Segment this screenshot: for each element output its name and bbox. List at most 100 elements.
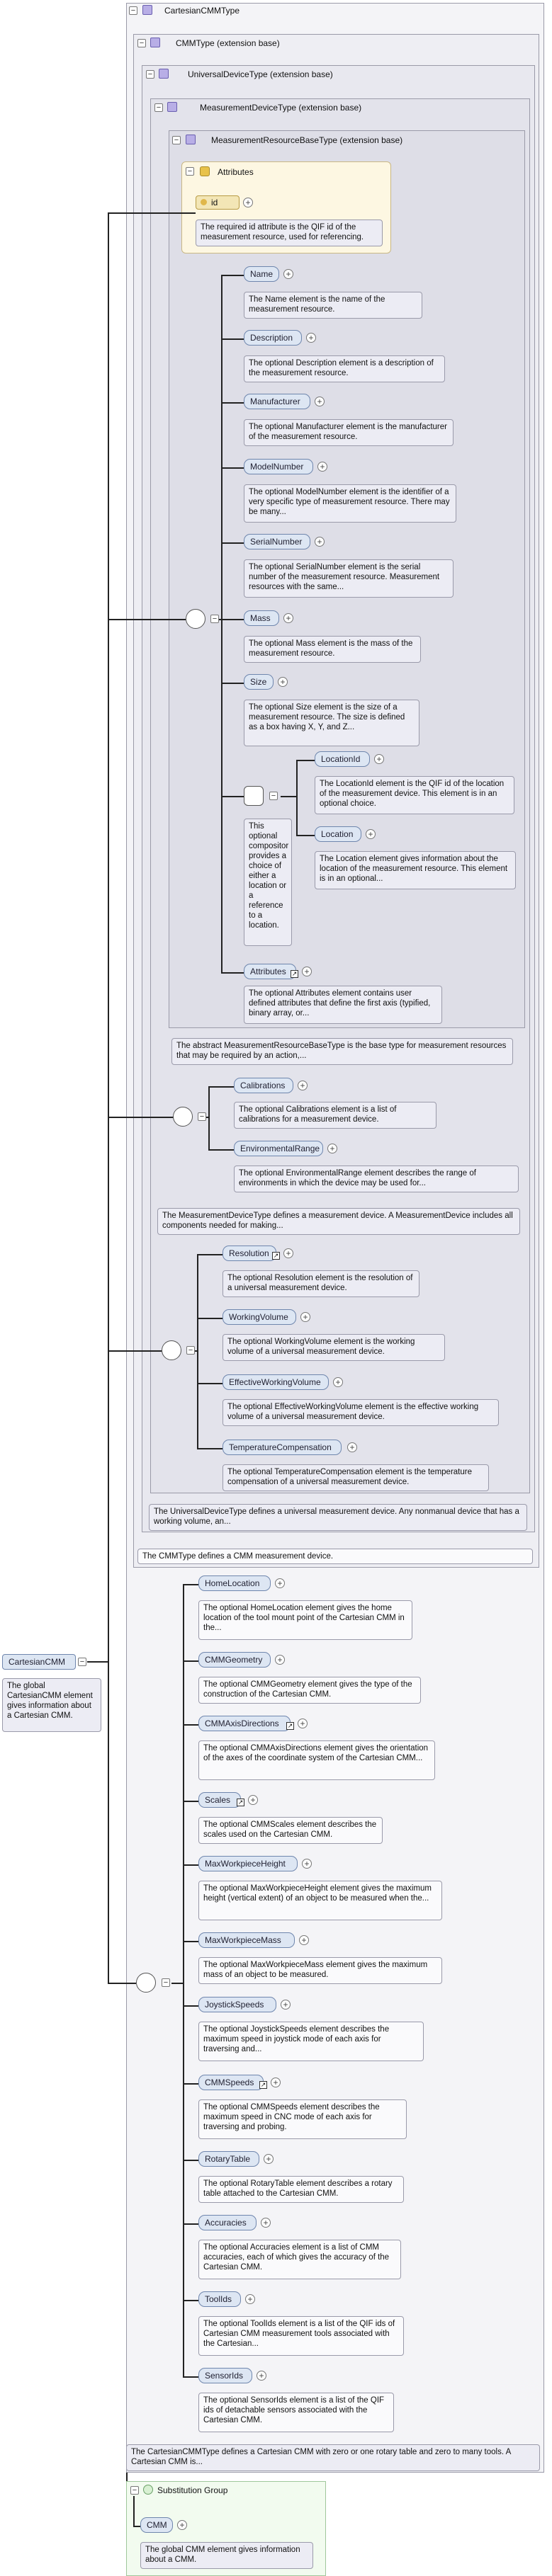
- element-working-volume[interactable]: WorkingVolume: [223, 1309, 296, 1325]
- connector: [171, 1983, 184, 1984]
- element-attributes[interactable]: Attributes: [244, 964, 296, 979]
- element-environmental-range[interactable]: EnvironmentalRange: [234, 1141, 323, 1156]
- collapse-toggle[interactable]: −: [130, 2486, 139, 2495]
- expand-icon[interactable]: +: [302, 967, 312, 976]
- attribute-id[interactable]: id: [196, 195, 240, 210]
- element-model-number[interactable]: ModelNumber: [244, 459, 313, 474]
- expand-icon[interactable]: +: [300, 1312, 310, 1322]
- expand-icon[interactable]: +: [315, 397, 325, 406]
- element-resolution[interactable]: Resolution: [223, 1246, 276, 1261]
- expand-icon[interactable]: +: [275, 1655, 285, 1665]
- element-cmm-speeds[interactable]: CMMSpeeds: [198, 2075, 264, 2090]
- element-joystick-speeds[interactable]: JoystickSpeeds: [198, 1997, 276, 2012]
- expand-icon[interactable]: +: [278, 677, 288, 687]
- external-link-icon[interactable]: ↗: [272, 1252, 280, 1260]
- collapse-toggle[interactable]: −: [210, 615, 219, 623]
- connector: [197, 1448, 223, 1449]
- expand-icon[interactable]: +: [264, 2154, 274, 2164]
- element-accuracies[interactable]: Accuracies: [198, 2215, 257, 2230]
- element-model-number-doc: The optional ModelNumber element is the …: [244, 484, 456, 523]
- complex-type-icon: [142, 5, 152, 15]
- collapse-toggle[interactable]: −: [129, 6, 137, 15]
- expand-icon[interactable]: +: [283, 613, 293, 623]
- external-link-icon[interactable]: ↗: [237, 1799, 244, 1806]
- element-joystick-speeds-doc: The optional JoystickSpeeds element desc…: [198, 2022, 424, 2061]
- element-location-id[interactable]: LocationId: [315, 751, 370, 767]
- substitution-group-icon: [143, 2485, 153, 2495]
- connector: [108, 212, 196, 214]
- collapse-toggle[interactable]: −: [269, 792, 278, 800]
- collapse-toggle[interactable]: −: [172, 136, 181, 144]
- expand-icon[interactable]: +: [271, 2078, 281, 2087]
- expand-icon[interactable]: +: [257, 2371, 266, 2381]
- expand-icon[interactable]: +: [245, 2294, 255, 2304]
- collapse-toggle[interactable]: −: [78, 1658, 86, 1666]
- element-cmm-doc: The global CMM element gives information…: [140, 2542, 313, 2569]
- element-tool-ids[interactable]: ToolIds: [198, 2291, 241, 2307]
- element-name[interactable]: Name: [244, 266, 279, 282]
- expand-icon[interactable]: +: [302, 1859, 312, 1869]
- element-rotary-table-doc: The optional RotaryTable element describ…: [198, 2176, 404, 2203]
- expand-icon[interactable]: +: [317, 462, 327, 472]
- element-location[interactable]: Location: [315, 826, 361, 842]
- expand-icon[interactable]: +: [243, 198, 253, 207]
- element-temperature-compensation[interactable]: TemperatureCompensation: [223, 1440, 342, 1455]
- element-max-workpiece-height[interactable]: MaxWorkpieceHeight: [198, 1856, 298, 1871]
- root-element-cartesian-cmm[interactable]: CartesianCMM: [2, 1654, 76, 1670]
- connector: [221, 402, 244, 404]
- attribute-id-label: id: [211, 198, 218, 207]
- expand-icon[interactable]: +: [298, 1719, 308, 1728]
- cmm-type-title: CMMType (extension base): [176, 38, 280, 48]
- expand-icon[interactable]: +: [315, 537, 325, 547]
- expand-icon[interactable]: +: [298, 1081, 308, 1090]
- element-serial-number[interactable]: SerialNumber: [244, 534, 310, 549]
- element-cmm-axis-directions[interactable]: CMMAxisDirections: [198, 1716, 291, 1731]
- external-link-icon[interactable]: ↗: [259, 2081, 267, 2089]
- expand-icon[interactable]: +: [306, 333, 316, 343]
- element-size[interactable]: Size: [244, 674, 274, 690]
- element-manufacturer[interactable]: Manufacturer: [244, 394, 310, 409]
- external-link-icon[interactable]: ↗: [291, 970, 298, 978]
- element-sensor-ids[interactable]: SensorIds: [198, 2368, 252, 2383]
- external-link-icon[interactable]: ↗: [286, 1722, 294, 1730]
- expand-icon[interactable]: +: [275, 1578, 285, 1588]
- expand-icon[interactable]: +: [261, 2218, 271, 2228]
- element-cmm[interactable]: CMM: [140, 2517, 173, 2533]
- expand-icon[interactable]: +: [248, 1795, 258, 1805]
- connector: [183, 2160, 198, 2161]
- collapse-toggle[interactable]: −: [186, 1346, 195, 1355]
- element-effective-working-volume[interactable]: EffectiveWorkingVolume: [223, 1374, 329, 1390]
- element-description[interactable]: Description: [244, 330, 302, 346]
- collapse-toggle[interactable]: −: [198, 1112, 206, 1121]
- expand-icon[interactable]: +: [374, 754, 384, 764]
- element-mass-doc: The optional Mass element is the mass of…: [244, 636, 421, 663]
- collapse-toggle[interactable]: −: [154, 103, 163, 112]
- expand-icon[interactable]: +: [347, 1442, 357, 1452]
- element-cmm-geometry[interactable]: CMMGeometry: [198, 1652, 271, 1668]
- connector: [221, 683, 244, 684]
- collapse-toggle[interactable]: −: [162, 1978, 170, 1987]
- element-max-workpiece-mass[interactable]: MaxWorkpieceMass: [198, 1932, 295, 1948]
- sequence-compositor-icon: [186, 609, 205, 629]
- collapse-toggle[interactable]: −: [186, 167, 194, 176]
- connector: [183, 1941, 198, 1942]
- resource-base-type-title: MeasurementResourceBaseType (extension b…: [211, 135, 403, 145]
- expand-icon[interactable]: +: [283, 269, 293, 279]
- expand-icon[interactable]: +: [177, 2520, 187, 2530]
- element-serial-number-doc: The optional SerialNumber element is the…: [244, 559, 454, 598]
- element-rotary-table[interactable]: RotaryTable: [198, 2151, 259, 2167]
- collapse-toggle[interactable]: −: [146, 70, 154, 79]
- collapse-toggle[interactable]: −: [137, 39, 146, 47]
- expand-icon[interactable]: +: [281, 2000, 291, 2010]
- expand-icon[interactable]: +: [299, 1935, 309, 1945]
- connector: [221, 467, 244, 469]
- expand-icon[interactable]: +: [283, 1248, 293, 1258]
- expand-icon[interactable]: +: [333, 1377, 343, 1387]
- expand-icon[interactable]: +: [327, 1144, 337, 1153]
- element-home-location[interactable]: HomeLocation: [198, 1575, 271, 1591]
- expand-icon[interactable]: +: [366, 829, 376, 839]
- element-mass[interactable]: Mass: [244, 610, 279, 626]
- connector: [296, 760, 315, 761]
- element-calibrations[interactable]: Calibrations: [234, 1078, 293, 1093]
- element-scales[interactable]: Scales: [198, 1792, 241, 1808]
